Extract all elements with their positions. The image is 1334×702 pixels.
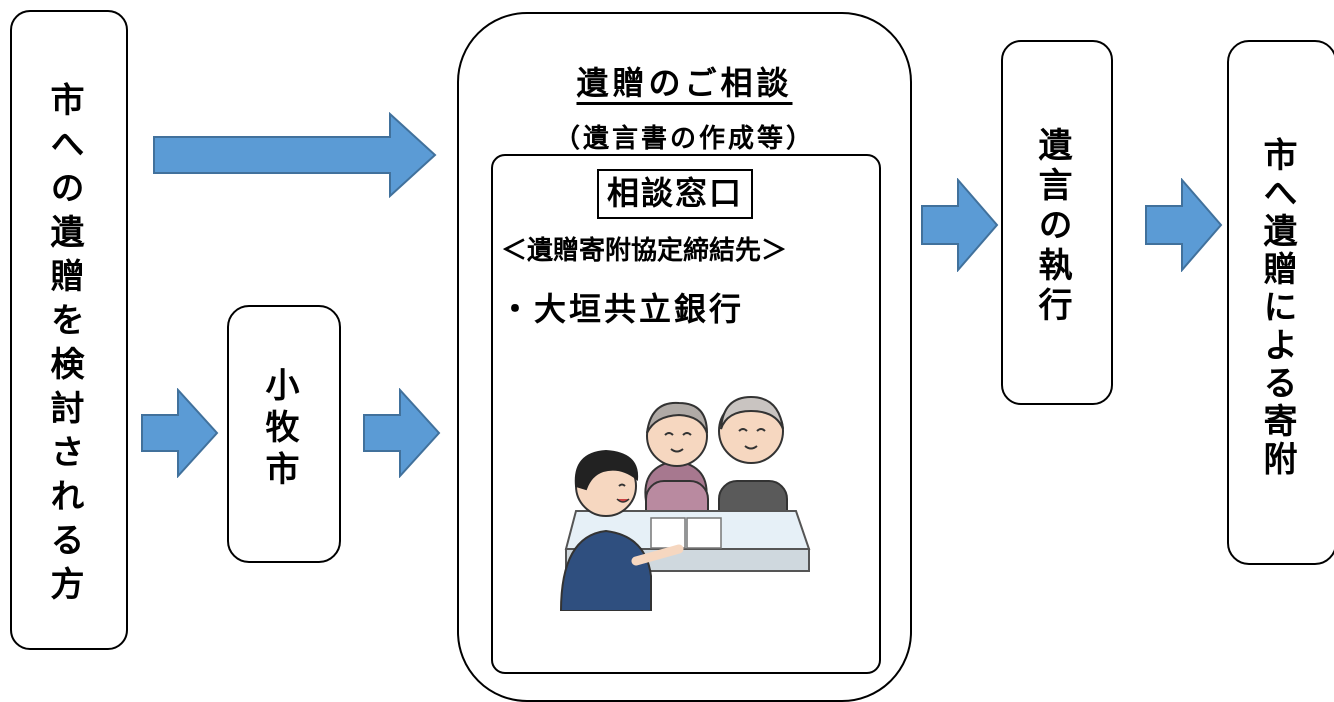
- consultation-desk-panel: 相談窓口 ＜遺贈寄附協定締結先＞ ・大垣共立銀行: [491, 154, 881, 674]
- desk-label: 相談窓口: [597, 169, 754, 219]
- donation-label: 市へ遺贈による寄附: [1257, 137, 1297, 479]
- arrow-right-long: [152, 112, 438, 198]
- arrow-right-to-donation: [1144, 178, 1224, 272]
- partner-label: ＜遺贈寄附協定締結先＞: [501, 236, 788, 266]
- consultation-subtitle: （遺言書の作成等）: [553, 124, 815, 154]
- donor-box: 市への遺贈を検討される方: [10, 10, 128, 650]
- city-label: 小牧市: [259, 367, 299, 493]
- consultation-illustration: [551, 371, 841, 615]
- arrow-right-to-execution: [920, 178, 1000, 272]
- consultation-box: 遺贈のご相談 （遺言書の作成等） 相談窓口 ＜遺贈寄附協定締結先＞ ・大垣共立銀…: [457, 12, 912, 702]
- arrow-right-to-consultation: [362, 388, 442, 478]
- execution-label: 遺言の執行: [1032, 127, 1072, 327]
- donor-label: 市への遺贈を検討される方: [44, 82, 84, 610]
- arrow-right-to-city: [140, 388, 220, 478]
- bank-name: ・大垣共立銀行: [499, 290, 745, 328]
- consultation-title-text: 遺贈のご相談: [576, 64, 793, 102]
- donation-box: 市へ遺贈による寄附: [1227, 40, 1334, 565]
- consultation-title: 遺贈のご相談: [459, 58, 910, 104]
- city-box: 小牧市: [227, 305, 341, 563]
- execution-box: 遺言の執行: [1001, 40, 1113, 405]
- staff-figure: [559, 449, 684, 612]
